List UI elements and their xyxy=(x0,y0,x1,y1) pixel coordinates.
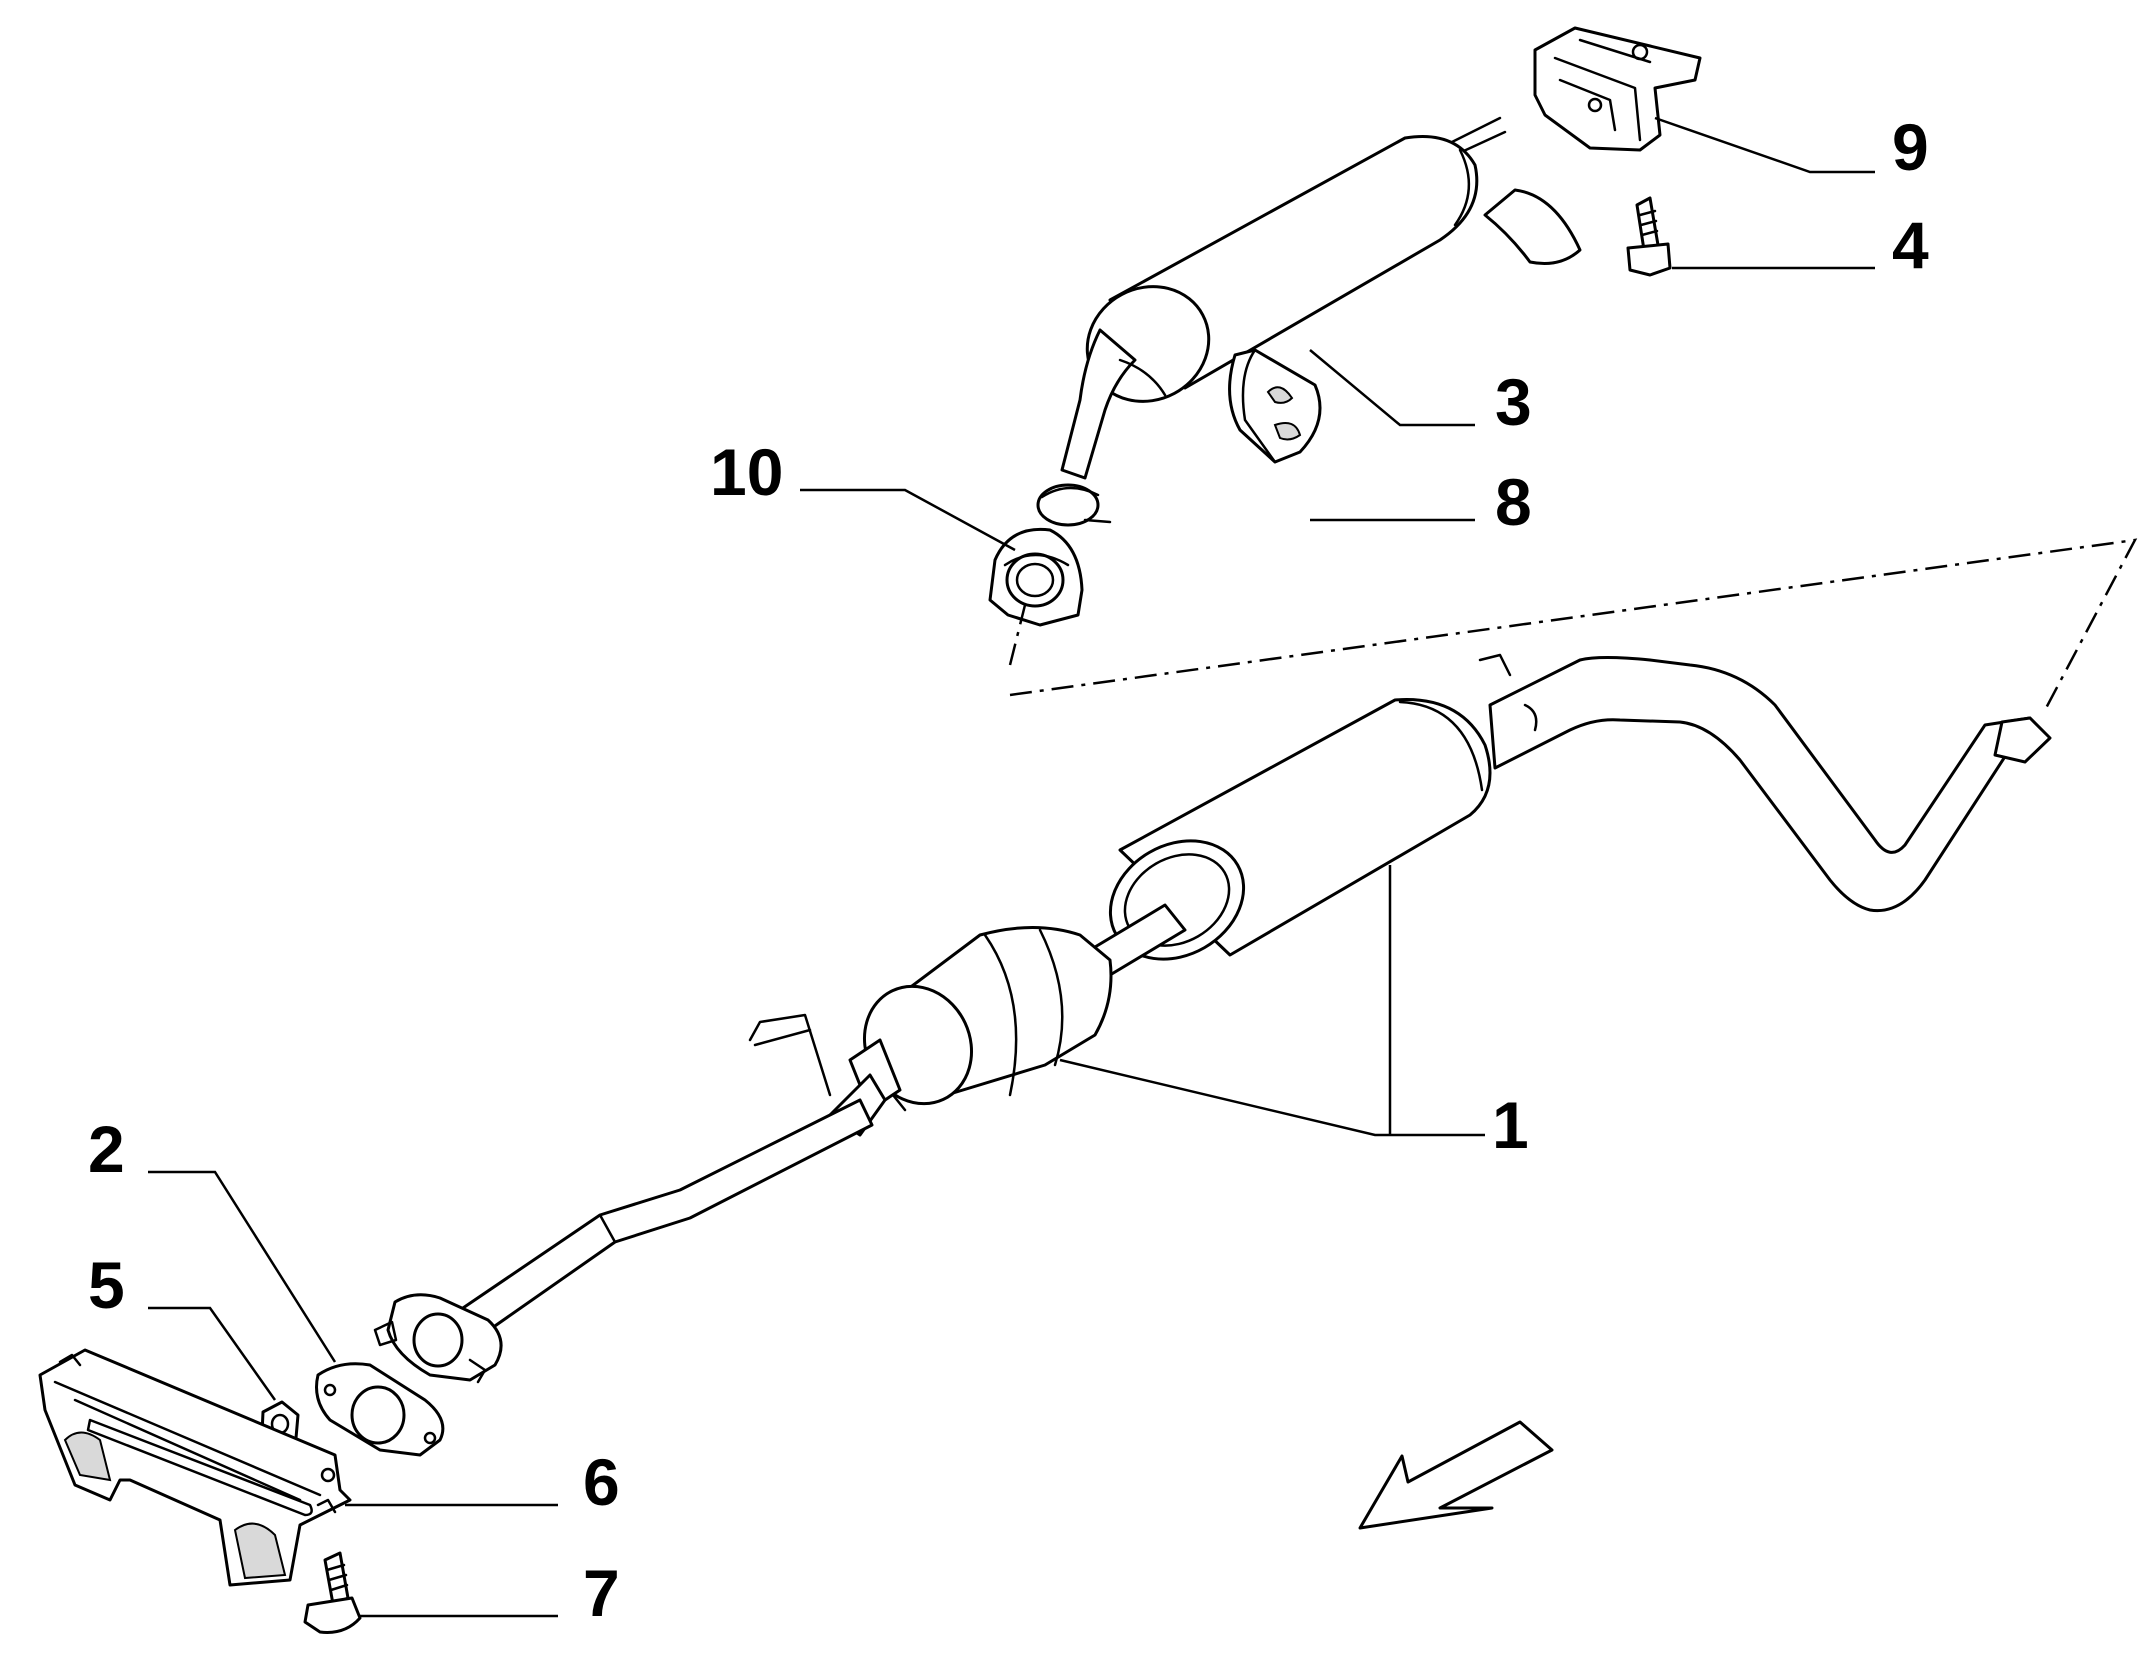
callout-7: 7 xyxy=(583,1556,620,1630)
callout-6: 6 xyxy=(583,1445,620,1519)
screw-part-4 xyxy=(1626,196,1875,277)
pipe-clamp xyxy=(800,488,1084,627)
callout-10: 10 xyxy=(710,435,783,509)
rubber-hanger xyxy=(1228,348,1475,522)
callout-3: 3 xyxy=(1495,365,1532,439)
rear-silencer xyxy=(1036,116,1582,527)
flange-gasket xyxy=(148,1170,445,1457)
callout-5: 5 xyxy=(88,1248,125,1322)
callout-1: 1 xyxy=(1492,1088,1529,1162)
callout-9: 9 xyxy=(1892,110,1929,184)
callout-2: 2 xyxy=(88,1112,125,1186)
assembly-relation-line xyxy=(1008,538,2138,711)
bolt-part-7 xyxy=(303,1551,558,1634)
callout-4: 4 xyxy=(1892,208,1929,282)
main-exhaust-pipe xyxy=(373,653,2052,1384)
silencer-mount-bracket xyxy=(1533,26,1875,174)
callout-8: 8 xyxy=(1495,465,1532,539)
front-direction-arrow-icon xyxy=(1358,1420,1554,1530)
heat-shield-bracket xyxy=(38,1348,558,1587)
